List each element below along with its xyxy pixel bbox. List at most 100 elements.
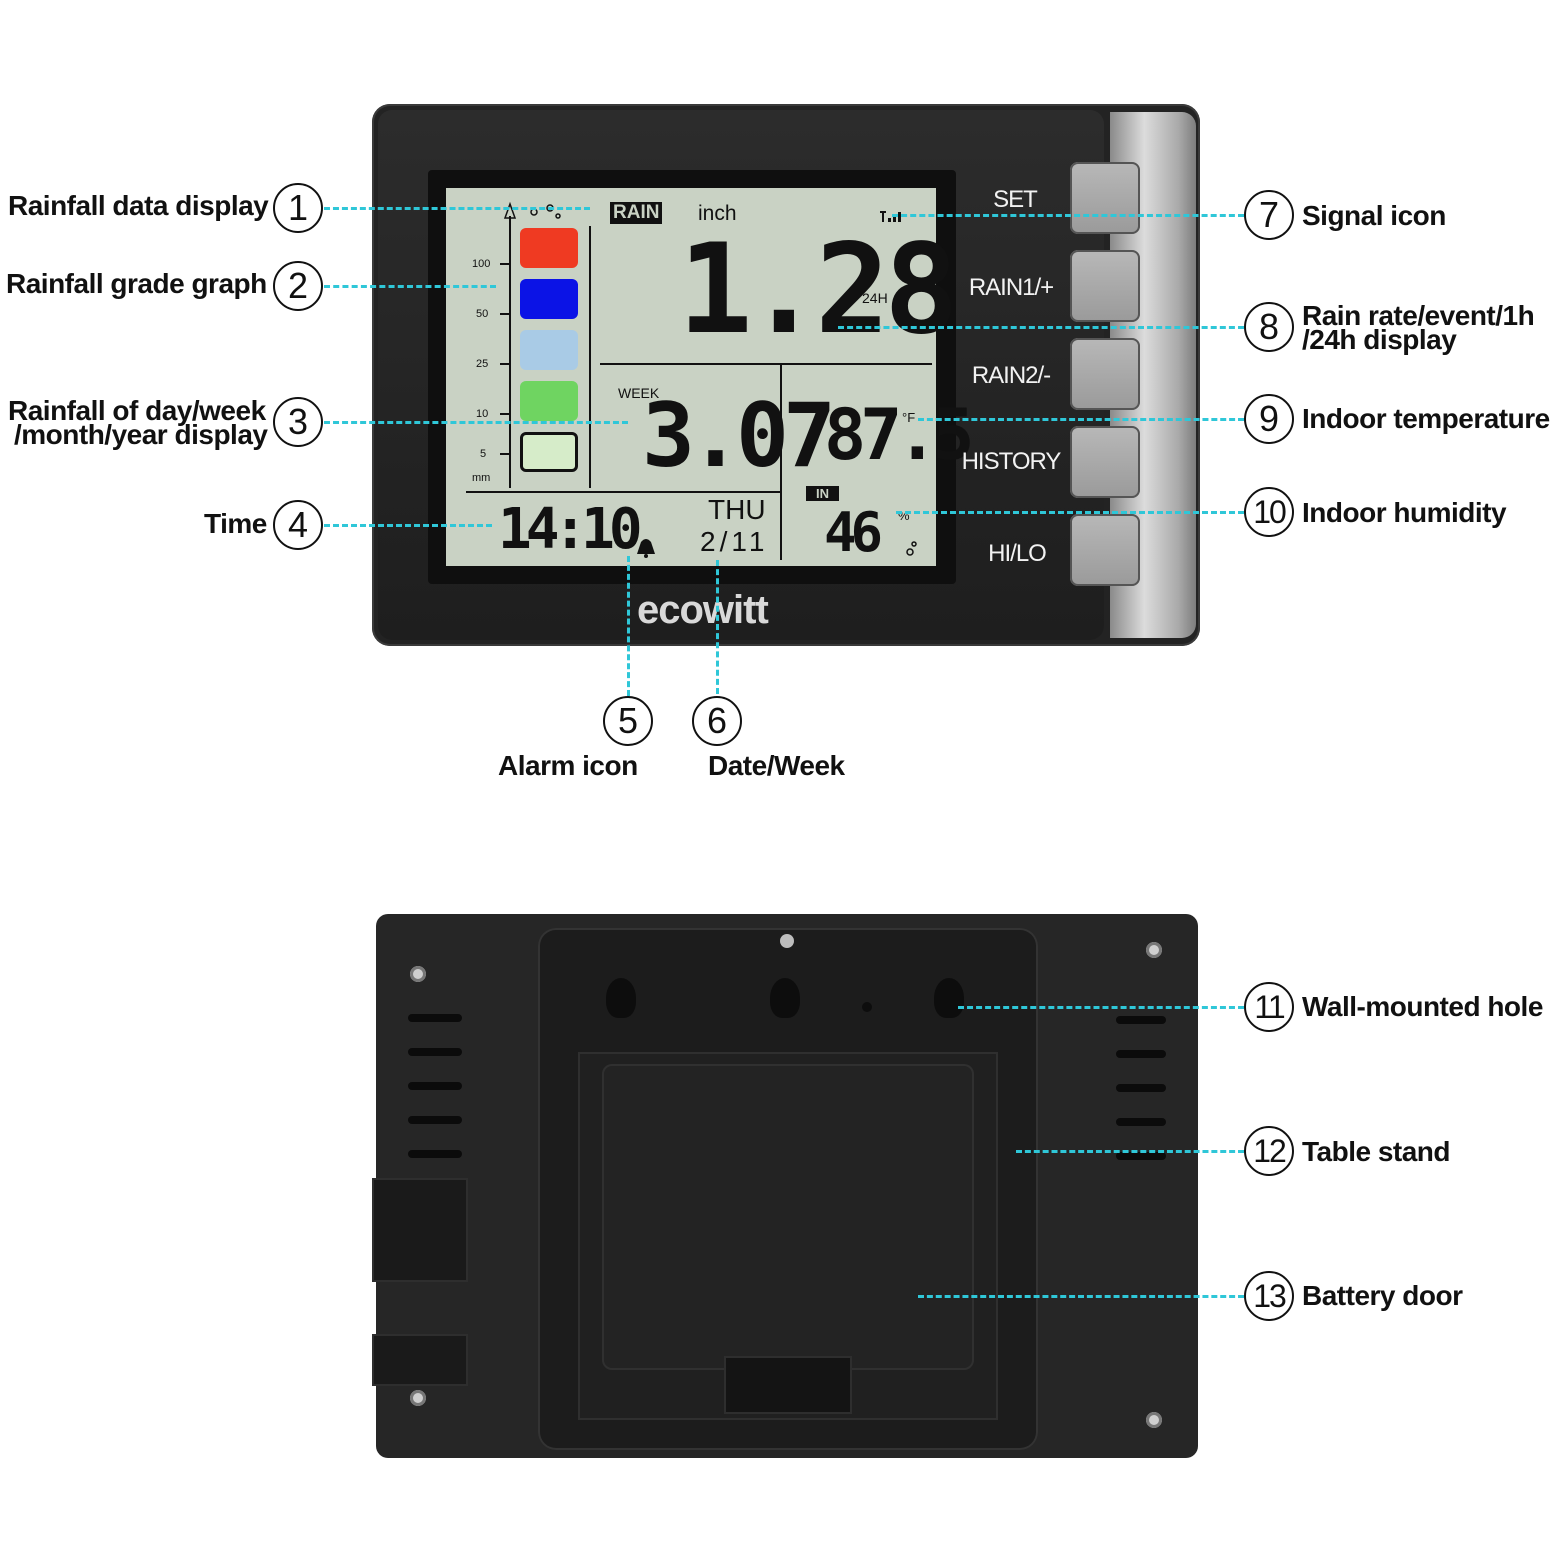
weekday-value: THU [708,494,766,525]
rain-tag: RAIN [610,202,663,224]
callout-number-11: 11 [1244,982,1294,1032]
temperature-unit: °F [902,410,916,425]
wall-mount-hole-left [606,978,636,1018]
weather-station-back [372,914,1198,1458]
callout-label-9: Indoor temperature [1302,403,1550,434]
indoor-humidity-value: 46 [824,501,883,564]
lcd-screen: 100 50 25 10 5 mm RAIN inch 1.28 24H WEE… [446,188,975,566]
indoor-temperature-value: 87.5 [824,394,975,476]
leader-line-1 [324,207,590,210]
vent-slot [408,1014,462,1022]
rain2-minus-button[interactable] [1070,338,1140,410]
scale-unit-mm: mm [472,472,491,484]
scale-tick-25: 25 [476,358,489,370]
leader-line-10 [896,511,1244,514]
callout-label-7: Signal icon [1302,200,1446,231]
wall-mount-hole-middle [770,978,800,1018]
vent-slot [408,1082,462,1090]
rain2-minus-button-label: RAIN2/- [971,362,1051,389]
callout-number-1: 1 [273,183,323,233]
side-clip-upper [372,1178,468,1282]
battery-door-latch[interactable] [724,1356,852,1414]
signal-icon [880,211,901,222]
callout-number-12: 12 [1244,1126,1294,1176]
callout-number-2: 2 [273,261,323,311]
vent-slot [408,1116,462,1124]
scale-tick-10: 10 [476,408,489,420]
battery-door[interactable] [602,1064,974,1370]
alarm-bell-icon [637,539,655,558]
rain1-plus-button-label: RAIN1/+ [968,274,1054,301]
leader-line-2 [324,285,496,288]
grade-bar-green [520,381,578,421]
humidity-drop-icon [906,541,917,556]
callout-label-6: Date/Week [708,750,845,781]
callout-label-5: Alarm icon [498,750,638,781]
rainfall-grade-graph [466,201,932,560]
ecowitt-logo: ecowitt [637,588,769,632]
callout-label-1: Rainfall data display [8,190,269,221]
callout-label-12: Table stand [1302,1136,1451,1167]
table-stand[interactable] [538,928,1038,1450]
callout-label-3-line1: Rainfall of day/week [8,395,266,426]
leader-line-3 [324,421,628,424]
grade-bar-blue [520,279,578,319]
rain-main-value: 1.28 [678,218,959,362]
callout-number-7: 7 [1244,190,1294,240]
callout-label-8-line1: Rain rate/event/1h [1302,300,1535,331]
callout-label-4: Time [204,508,267,539]
time-value: 14:10 [498,497,643,562]
callout-number-6: 6 [692,696,742,746]
grade-bar-red [520,228,578,268]
history-button-label: HISTORY [961,448,1062,475]
reset-pinhole [862,1002,872,1012]
vent-slot [1116,1050,1166,1058]
vent-slot [408,1048,462,1056]
grade-bar-lightblue [520,330,578,370]
weather-station-front: 100 50 25 10 5 mm RAIN inch 1.28 24H WEE… [372,104,1200,646]
history-button[interactable] [1070,426,1140,498]
leader-line-8 [838,326,1244,329]
callout-number-9: 9 [1244,394,1294,444]
scale-tick-100: 100 [472,258,491,270]
scale-tick-50: 50 [476,308,489,320]
week-rain-value: 3.07 [642,384,836,487]
leader-line-7 [892,214,1244,217]
vent-slot [408,1150,462,1158]
vent-slot [1116,1152,1166,1160]
set-button-label: SET [993,186,1038,213]
humidity-unit: % [898,508,910,523]
screw-bottom-right [1146,1412,1162,1428]
leader-line-11 [958,1006,1244,1009]
callout-number-13: 13 [1244,1271,1294,1321]
callout-number-5: 5 [603,696,653,746]
leader-line-9 [918,418,1244,421]
screw-bottom-left [410,1390,426,1406]
callout-number-8: 8 [1244,302,1294,352]
hi-lo-button[interactable] [1070,514,1140,586]
leader-line-12 [1016,1150,1244,1153]
rain-unit: inch [698,202,737,225]
stand-screw [780,934,794,948]
callout-label-10: Indoor humidity [1302,497,1507,528]
screw-top-left [410,966,426,982]
leader-line-4 [324,524,492,527]
rain1-plus-button[interactable] [1070,250,1140,322]
hi-lo-button-label: HI/LO [988,540,1047,567]
callout-number-10: 10 [1244,487,1294,537]
scale-tick-5: 5 [480,448,487,460]
vent-slot [1116,1084,1166,1092]
indoor-tag: IN [806,486,839,501]
set-button[interactable] [1070,162,1140,234]
callout-number-3: 3 [273,397,323,447]
rain-main-period: 24H [862,290,888,306]
grade-bar-pale [520,432,578,472]
vent-slot [1116,1016,1166,1024]
callout-label-2: Rainfall grade graph [6,268,267,299]
date-value: 2/11 [700,526,769,557]
side-clip-lower [372,1334,468,1386]
screw-top-right [1146,942,1162,958]
callout-label-11: Wall-mounted hole [1302,991,1543,1022]
callout-number-4: 4 [273,500,323,550]
callout-label-3-line2: /month/year display [14,419,268,450]
